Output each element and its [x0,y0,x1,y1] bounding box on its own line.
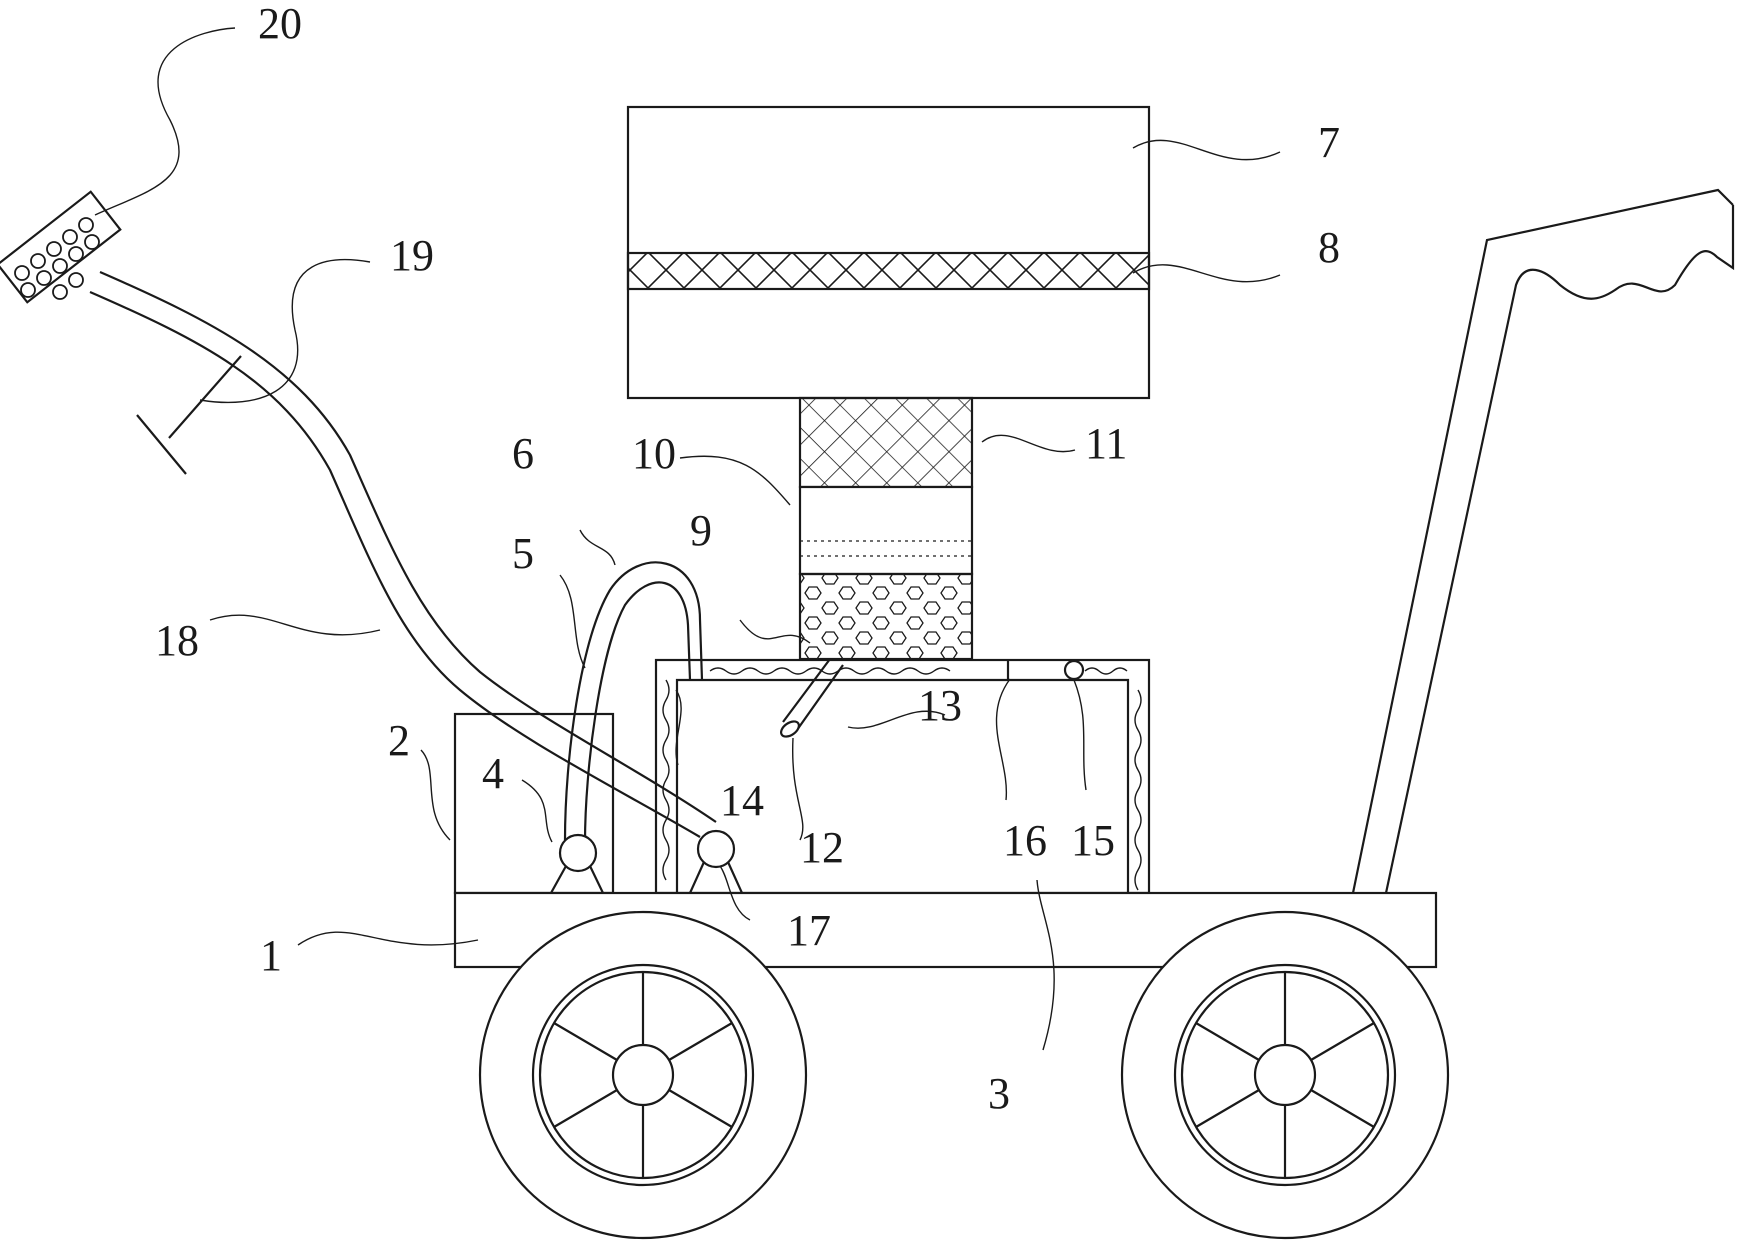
label-12: 12 [800,823,844,872]
label-19: 19 [390,231,434,280]
spray-handle [0,190,717,838]
outlet-pipe [780,658,844,738]
label-7: 7 [1318,118,1340,167]
label-20: 20 [258,0,302,48]
label-15: 15 [1071,816,1115,865]
label-10: 10 [632,429,676,478]
label-2: 2 [388,716,410,765]
upper-box [626,105,1151,400]
label-11: 11 [1085,419,1127,468]
filter-column [798,396,974,661]
push-handle [1351,188,1735,894]
label-18: 18 [155,616,199,665]
label-4: 4 [482,749,504,798]
leader-lines [94,27,1281,1051]
label-8: 8 [1318,223,1340,272]
label-14: 14 [720,776,764,825]
left-wheel [478,910,808,1240]
label-6: 6 [512,429,534,478]
label-9: 9 [690,506,712,555]
label-1: 1 [260,931,282,980]
pivot-joints [550,829,744,894]
right-wheel [1120,910,1450,1240]
label-16: 16 [1003,816,1047,865]
label-17: 17 [787,906,831,955]
label-3: 3 [988,1069,1010,1118]
label-5: 5 [512,529,534,578]
part-labels: 20 19 18 6 5 7 8 10 11 9 13 2 4 14 12 16… [155,0,1340,1118]
label-13: 13 [918,681,962,730]
